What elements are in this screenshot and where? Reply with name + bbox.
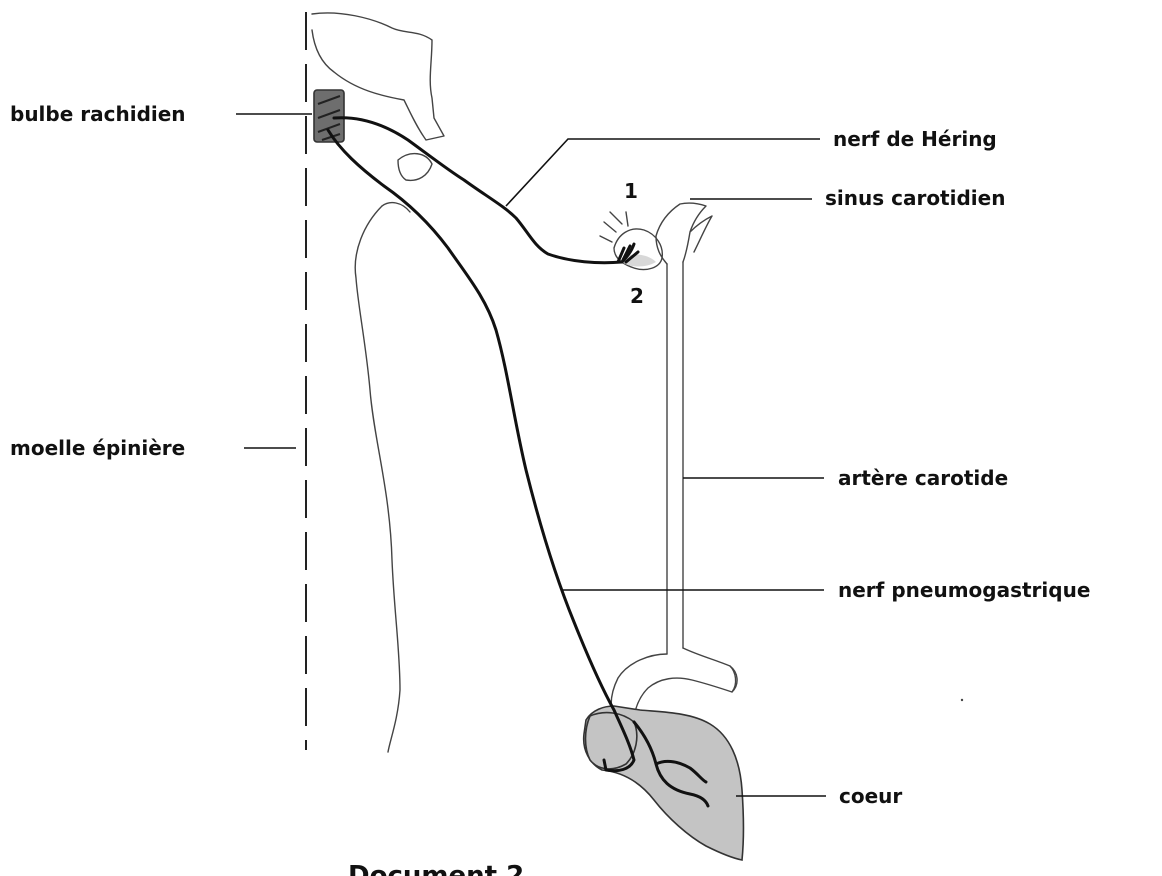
label-artere-carotide: artère carotide [838, 466, 1008, 490]
aortic-arch-end [730, 666, 736, 692]
aortic-arch [611, 648, 737, 716]
carotid-artery [667, 262, 683, 654]
label-sinus-carotidien: sinus carotidien [825, 186, 1005, 210]
body-outline [355, 206, 400, 752]
stray-dot [961, 699, 963, 701]
label-coeur: coeur [839, 784, 902, 808]
label-nerf-de-hering: nerf de Héring [833, 127, 997, 151]
carotid-bifurcation [656, 203, 712, 264]
vagus-nerve-path [328, 130, 708, 806]
sinus-receptors [600, 212, 628, 242]
label-number-1: 1 [624, 179, 638, 203]
label-nerf-pneumogastrique: nerf pneumogastrique [838, 578, 1090, 602]
document-title: Document 2 [348, 861, 524, 876]
leader-hering [506, 139, 820, 206]
label-bulbe-rachidien: bulbe rachidien [10, 102, 186, 126]
label-moelle-epiniere: moelle épinière [10, 436, 185, 460]
heart-atrium [586, 713, 637, 769]
label-number-2: 2 [630, 284, 644, 308]
neck-outline [398, 154, 432, 181]
